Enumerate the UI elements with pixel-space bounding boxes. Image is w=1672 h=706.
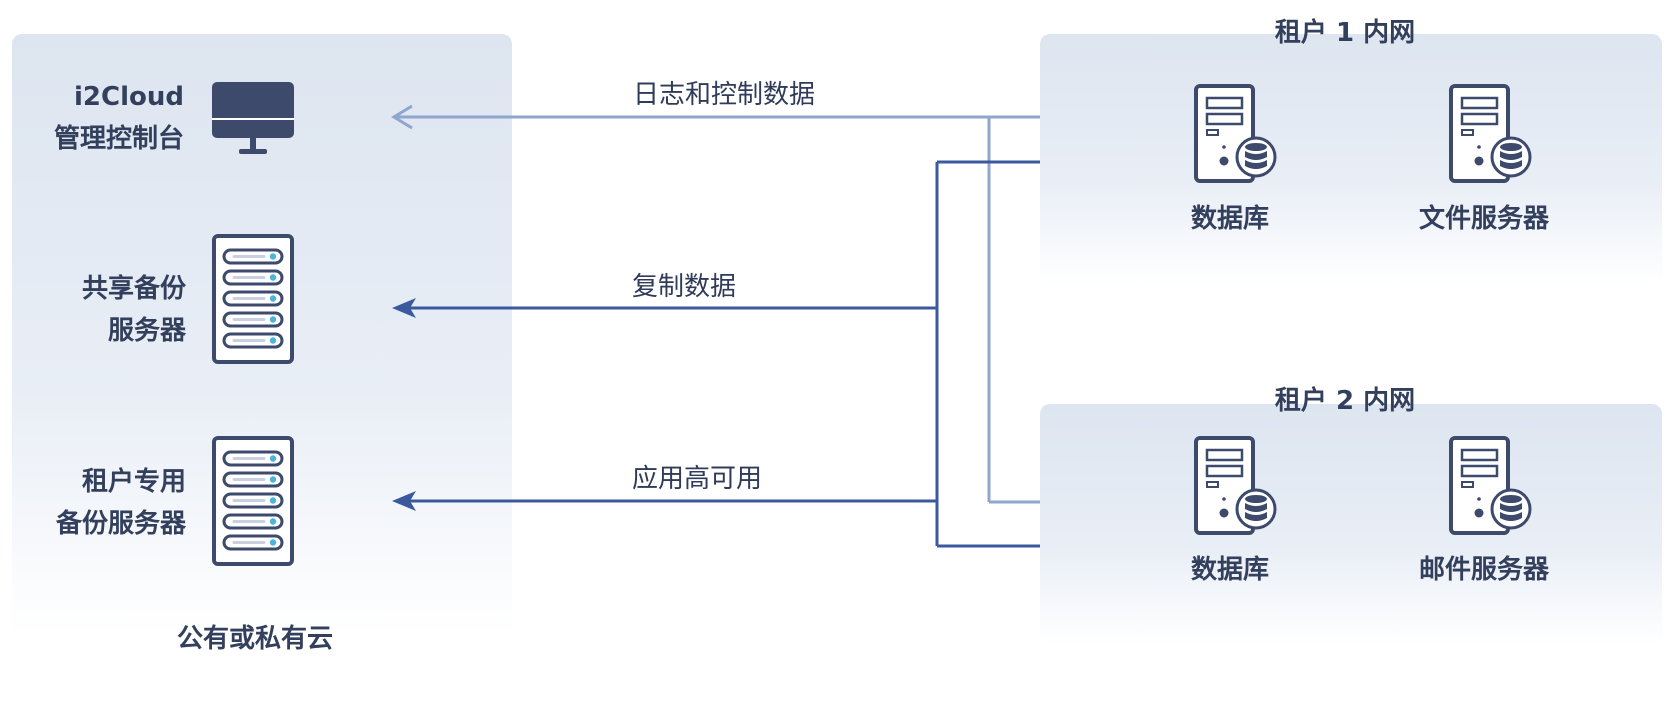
dedicated-backup-line1: 租户专用 [81, 467, 186, 497]
database-server-icon [1449, 84, 1532, 183]
rack-slot-led [269, 274, 277, 281]
dedicated-backup-label: 租户专用 备份服务器 [56, 461, 186, 545]
cloud-title: 公有或私有云 [176, 624, 333, 654]
tenant2-server-label-1: 数据库 [1190, 555, 1269, 585]
database-server-icon [1194, 84, 1277, 183]
tenant2-server-label-2: 邮件服务器 [1418, 555, 1549, 585]
logs-connector [391, 104, 1040, 504]
console-label-line2: 管理控制台 [53, 124, 184, 154]
shared-backup-line1: 共享备份 [81, 274, 186, 304]
rack-slot-led [269, 316, 277, 323]
rack-server-icon [212, 234, 294, 364]
tenant1-server-label-2: 文件服务器 [1418, 204, 1549, 234]
monitor-icon [212, 82, 294, 154]
tenant1-panel [1040, 34, 1662, 284]
rack-slot-led [269, 539, 277, 546]
ha-flow-label: 应用高可用 [632, 464, 763, 494]
rack-server-icon [212, 436, 294, 566]
database-server-icon [1194, 436, 1277, 535]
tenant2-panel [1040, 404, 1662, 644]
shared-backup-line2: 服务器 [107, 316, 186, 346]
rack-slot-led [269, 253, 277, 260]
rack-slot-led [269, 337, 277, 344]
rack-slot-led [269, 518, 277, 525]
logs-flow-label: 日志和控制数据 [633, 80, 816, 110]
rack-slot-led [269, 295, 277, 302]
dedicated-backup-line2: 备份服务器 [55, 509, 186, 539]
rack-slot-led [269, 497, 277, 504]
tenant1-server-label-1: 数据库 [1190, 204, 1269, 234]
console-label: i2Cloud 管理控制台 [54, 76, 184, 160]
tenant1-title: 租户 1 内网 [1274, 18, 1416, 48]
rack-slot-led [269, 455, 277, 462]
console-label-line1: i2Cloud [74, 82, 184, 112]
database-server-icon [1449, 436, 1532, 535]
rack-slot-led [269, 476, 277, 483]
shared-backup-label: 共享备份 服务器 [82, 268, 186, 352]
ha-arrowhead [392, 491, 416, 511]
replication-arrowhead [392, 298, 416, 318]
replication-flow-label: 复制数据 [632, 272, 737, 302]
tenant2-title: 租户 2 内网 [1274, 386, 1416, 416]
replication-connector [396, 160, 1040, 548]
